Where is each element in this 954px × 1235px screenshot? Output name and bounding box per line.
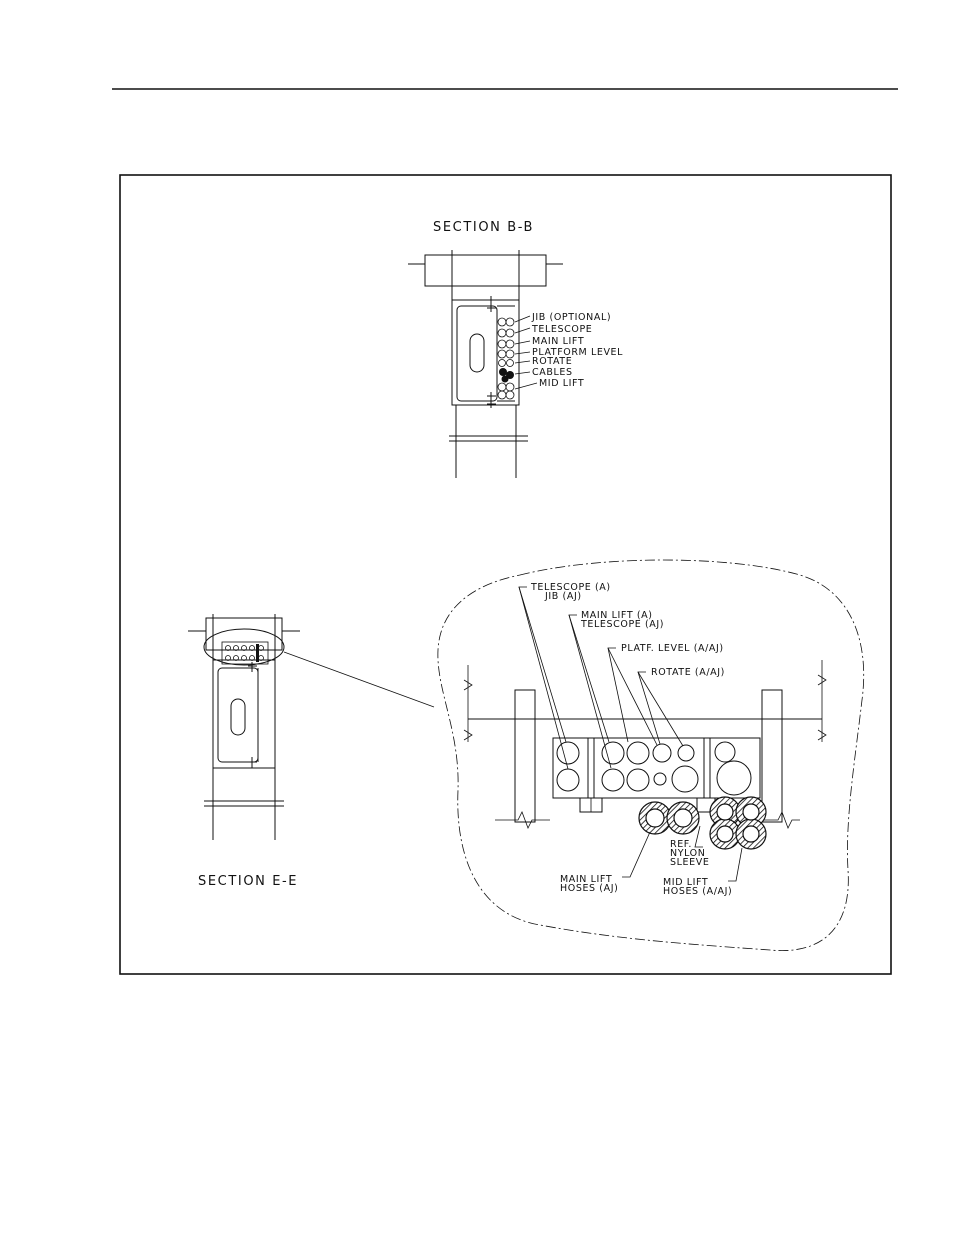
detail-label-mid-lift-hoses-a-aj: HOSES (A/AJ)	[663, 886, 732, 897]
detail-label-jib-aj: JIB (AJ)	[544, 591, 582, 602]
detail-label-platf-level: PLATF. LEVEL (A/AJ)	[621, 643, 724, 654]
label-cables: CABLES	[532, 367, 573, 378]
detail-label-rotate: ROTATE (A/AJ)	[651, 667, 725, 678]
label-rotate: ROTATE	[532, 356, 572, 367]
detail-label-main-lift-hoses-aj: HOSES (AJ)	[560, 883, 618, 894]
label-telescope: TELESCOPE	[531, 324, 592, 335]
detail-label-telescope-aj: TELESCOPE (AJ)	[580, 619, 664, 630]
detail-label-sleeve: SLEEVE	[670, 857, 709, 868]
section-ee-view: SECTION E-E	[188, 614, 300, 889]
label-mid-lift: MID LIFT	[539, 378, 584, 389]
label-main-lift: MAIN LIFT	[532, 336, 584, 347]
section-bb-title: SECTION B-B	[433, 220, 534, 235]
section-ee-title: SECTION E-E	[198, 874, 298, 889]
detail-leader	[284, 652, 434, 707]
section-bb-view: SECTION B-B JIB (OPTIONAL)	[408, 220, 623, 478]
label-jib: JIB (OPTIONAL)	[531, 312, 611, 323]
enlarged-detail: TELESCOPE (A) JIB (AJ) MAIN LIFT (A) TEL…	[438, 560, 864, 951]
figure-frame	[120, 175, 891, 974]
